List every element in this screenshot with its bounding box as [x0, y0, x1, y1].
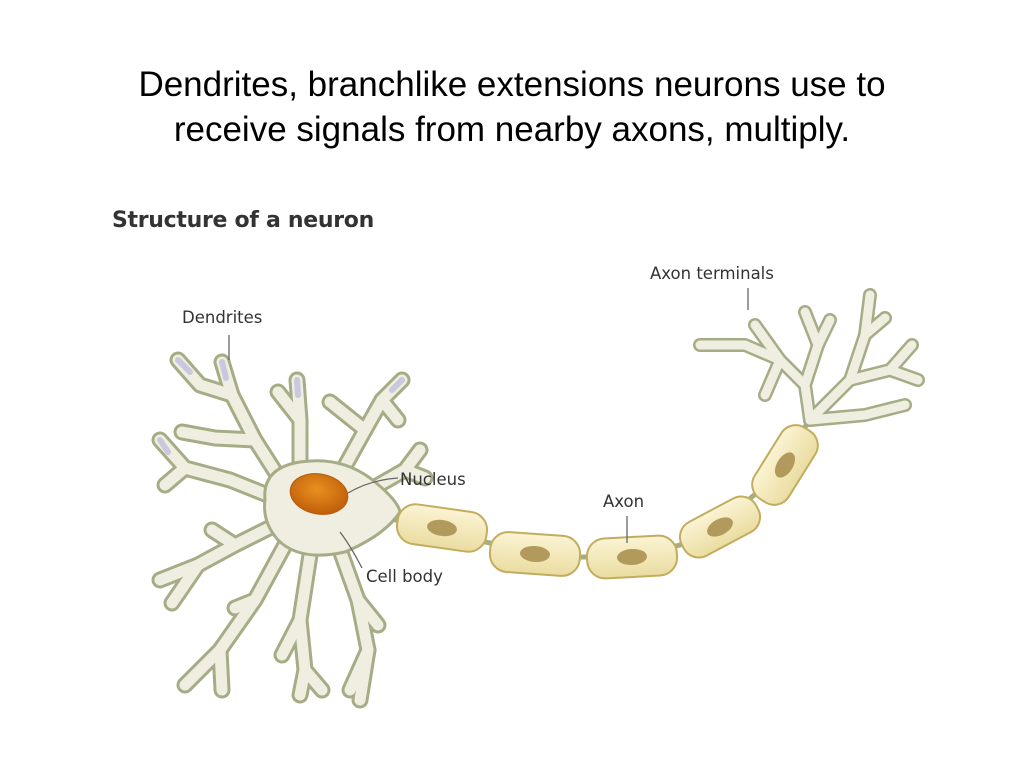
myelin-segment [585, 534, 679, 580]
myelin-segment [751, 424, 819, 506]
myelin-sheath [395, 424, 819, 580]
slide-title-line-1: Dendrites, branchlike extensions neurons… [138, 65, 886, 104]
label-cell-body: Cell body [366, 567, 443, 586]
myelin-segment [488, 531, 582, 577]
label-axon-terminals: Axon terminals [650, 264, 774, 283]
slide-title: Dendrites, branchlike extensions neurons… [0, 62, 1024, 152]
label-axon: Axon [603, 492, 645, 511]
leader-lines [228, 288, 749, 569]
label-dendrites: Dendrites [182, 308, 263, 327]
dendrites [151, 351, 434, 709]
nucleus [289, 473, 349, 515]
slide-title-line-2: receive signals from nearby axons, multi… [173, 110, 851, 149]
myelin-segment [678, 495, 762, 559]
axon-terminals [693, 288, 925, 427]
myelin-segment [395, 503, 489, 553]
diagram-title: Structure of a neuron [112, 208, 374, 233]
label-nucleus: Nucleus [400, 470, 466, 489]
